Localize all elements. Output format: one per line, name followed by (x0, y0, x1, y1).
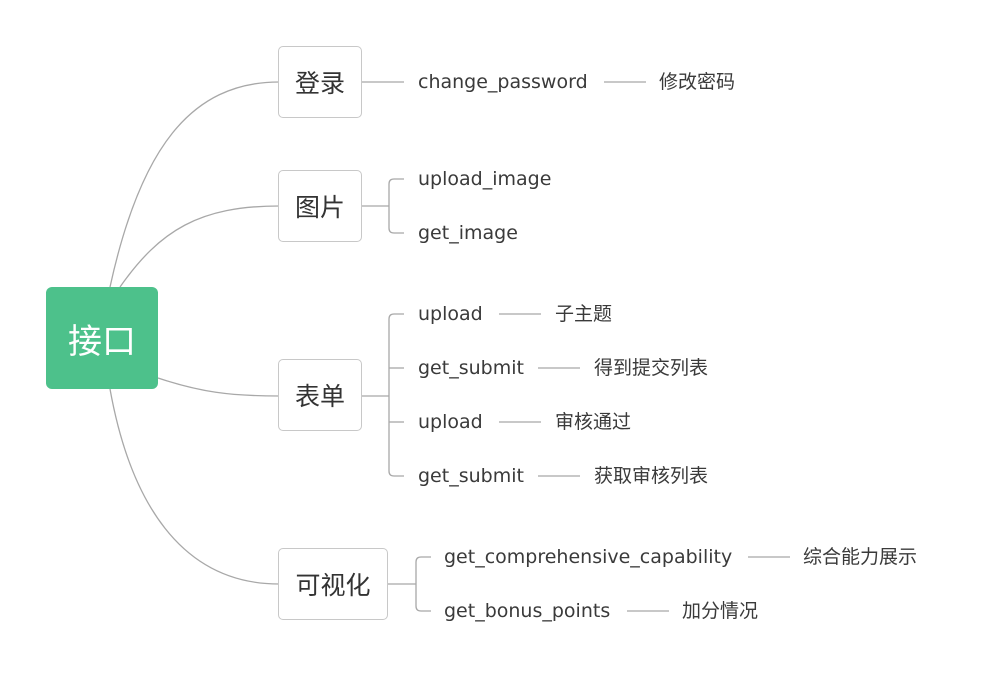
category-visual: 可视化 (278, 548, 388, 620)
leaf-upload-2: upload (418, 411, 483, 433)
connector-root-login (109, 81, 280, 288)
leaf-get-image: get_image (418, 222, 518, 244)
connector-image-bracket (388, 178, 404, 234)
note-get-submit-2: 获取审核列表 (594, 465, 709, 487)
category-form: 表单 (278, 359, 362, 431)
connector-visual-bracket (415, 556, 431, 612)
note-get-comprehensive-capability: 综合能力展示 (803, 546, 918, 568)
leaf-change-password: change_password (418, 71, 588, 93)
category-image: 图片 (278, 170, 362, 242)
note-get-submit-1: 得到提交列表 (594, 357, 709, 379)
root-node: 接口 (46, 287, 158, 389)
leaf-upload-1: upload (418, 303, 483, 325)
connector-root-visual (109, 388, 280, 585)
connector-root-form (157, 377, 280, 397)
note-upload-1: 子主题 (555, 303, 613, 325)
category-login: 登录 (278, 46, 362, 118)
leaf-get-submit-1: get_submit (418, 357, 524, 379)
connector-root-image (119, 205, 280, 288)
connector-form-bracket (388, 313, 404, 477)
leaf-get-comprehensive-capability: get_comprehensive_capability (444, 546, 733, 568)
note-change-password: 修改密码 (659, 71, 736, 93)
note-upload-2: 审核通过 (555, 411, 632, 433)
leaf-upload-image: upload_image (418, 168, 552, 190)
leaf-get-submit-2: get_submit (418, 465, 524, 487)
leaf-get-bonus-points: get_bonus_points (444, 600, 611, 622)
note-get-bonus-points: 加分情况 (682, 600, 759, 622)
